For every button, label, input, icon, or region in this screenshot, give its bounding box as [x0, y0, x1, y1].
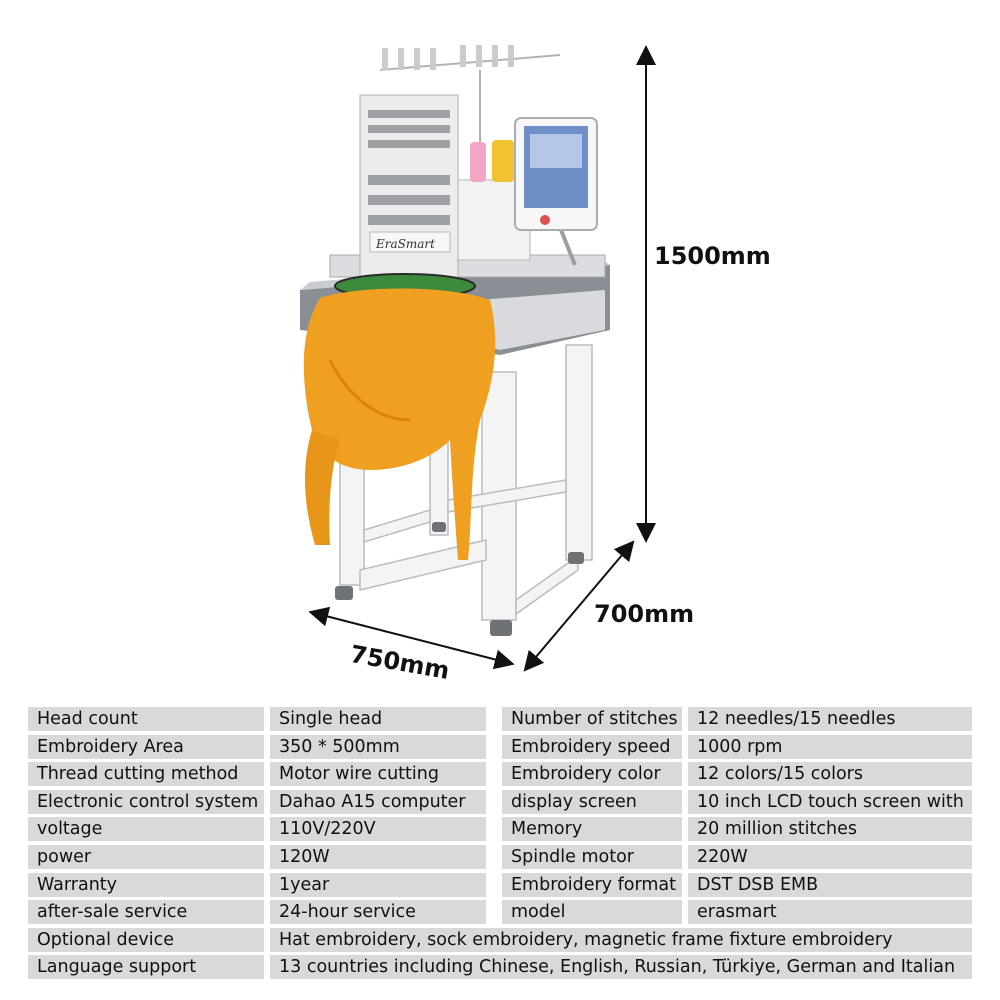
- control-screen: [514, 117, 598, 266]
- spec-value: Single head: [270, 707, 486, 731]
- depth-label: 700mm: [594, 600, 695, 628]
- spec-key: voltage: [28, 817, 264, 842]
- spec-value: erasmart: [688, 900, 972, 925]
- spec-value: 13 countries including Chinese, English,…: [270, 955, 972, 980]
- spec-key: after-sale service: [28, 900, 264, 925]
- spec-key: Embroidery color: [502, 762, 682, 787]
- yellow-spool: [492, 140, 514, 182]
- spec-key: Warranty: [28, 872, 264, 897]
- spec-row: voltage 110V/220V Memory 20 million stit…: [28, 816, 972, 844]
- spec-key: Language support: [28, 955, 264, 980]
- spec-key: Optional device: [28, 927, 264, 952]
- machine-head: EraSmart: [359, 45, 561, 281]
- spec-value: 220W: [688, 844, 972, 869]
- brand-logo: EraSmart: [375, 237, 435, 251]
- spec-row: Electronic control system Dahao A15 comp…: [28, 789, 972, 817]
- spec-row: Thread cutting method Motor wire cutting…: [28, 761, 972, 789]
- spec-table: Head count Single head Number of stitche…: [28, 706, 972, 982]
- spec-key: display screen: [502, 789, 682, 814]
- spec-value: 1year: [270, 872, 486, 897]
- spec-key: Spindle motor: [502, 844, 682, 869]
- spec-row: Head count Single head Number of stitche…: [28, 706, 972, 734]
- spec-value: Hat embroidery, sock embroidery, magneti…: [270, 927, 972, 952]
- product-figure: EraSmart: [300, 45, 771, 685]
- spec-value: 12 colors/15 colors: [688, 762, 972, 787]
- spec-key: Head count: [28, 707, 264, 731]
- spec-key: Embroidery Area: [28, 734, 264, 759]
- spec-value: Dahao A15 computer: [270, 789, 486, 814]
- spec-value: 10 inch LCD touch screen with: [688, 789, 972, 814]
- spec-key: Embroidery speed: [502, 734, 682, 759]
- spec-value: 12 needles/15 needles: [688, 707, 972, 731]
- width-dimension-arrow: [308, 606, 515, 670]
- spec-key: Number of stitches: [502, 707, 682, 731]
- depth-dimension-arrow: [523, 540, 635, 672]
- spec-row: after-sale service 24-hour service model…: [28, 899, 972, 927]
- spec-key: power: [28, 844, 264, 869]
- pink-spool: [470, 142, 486, 182]
- spec-value: Motor wire cutting: [270, 762, 486, 787]
- spec-value: 20 million stitches: [688, 817, 972, 842]
- spec-value: 24-hour service: [270, 900, 486, 925]
- spec-row: Warranty 1year Embroidery format DST DSB…: [28, 872, 972, 900]
- spec-value: 1000 rpm: [688, 734, 972, 759]
- spec-key: Embroidery format: [502, 872, 682, 897]
- embroidery-machine-illustration: EraSmart: [300, 45, 656, 672]
- spec-row-wide: Optional device Hat embroidery, sock emb…: [28, 927, 972, 955]
- spec-row: Embroidery Area 350 * 500mm Embroidery s…: [28, 734, 972, 762]
- spec-row-wide: Language support 13 countries including …: [28, 954, 972, 982]
- height-label: 1500mm: [654, 242, 771, 270]
- spec-key: model: [502, 900, 682, 925]
- spec-value: 120W: [270, 844, 486, 869]
- spec-row: power 120W Spindle motor 220W: [28, 844, 972, 872]
- hoodie: [303, 288, 496, 560]
- spec-key: Electronic control system: [28, 789, 264, 814]
- spec-key: Thread cutting method: [28, 762, 264, 787]
- spec-value: DST DSB EMB: [688, 872, 972, 897]
- spec-value: 350 * 500mm: [270, 734, 486, 759]
- spec-value: 110V/220V: [270, 817, 486, 842]
- spec-key: Memory: [502, 817, 682, 842]
